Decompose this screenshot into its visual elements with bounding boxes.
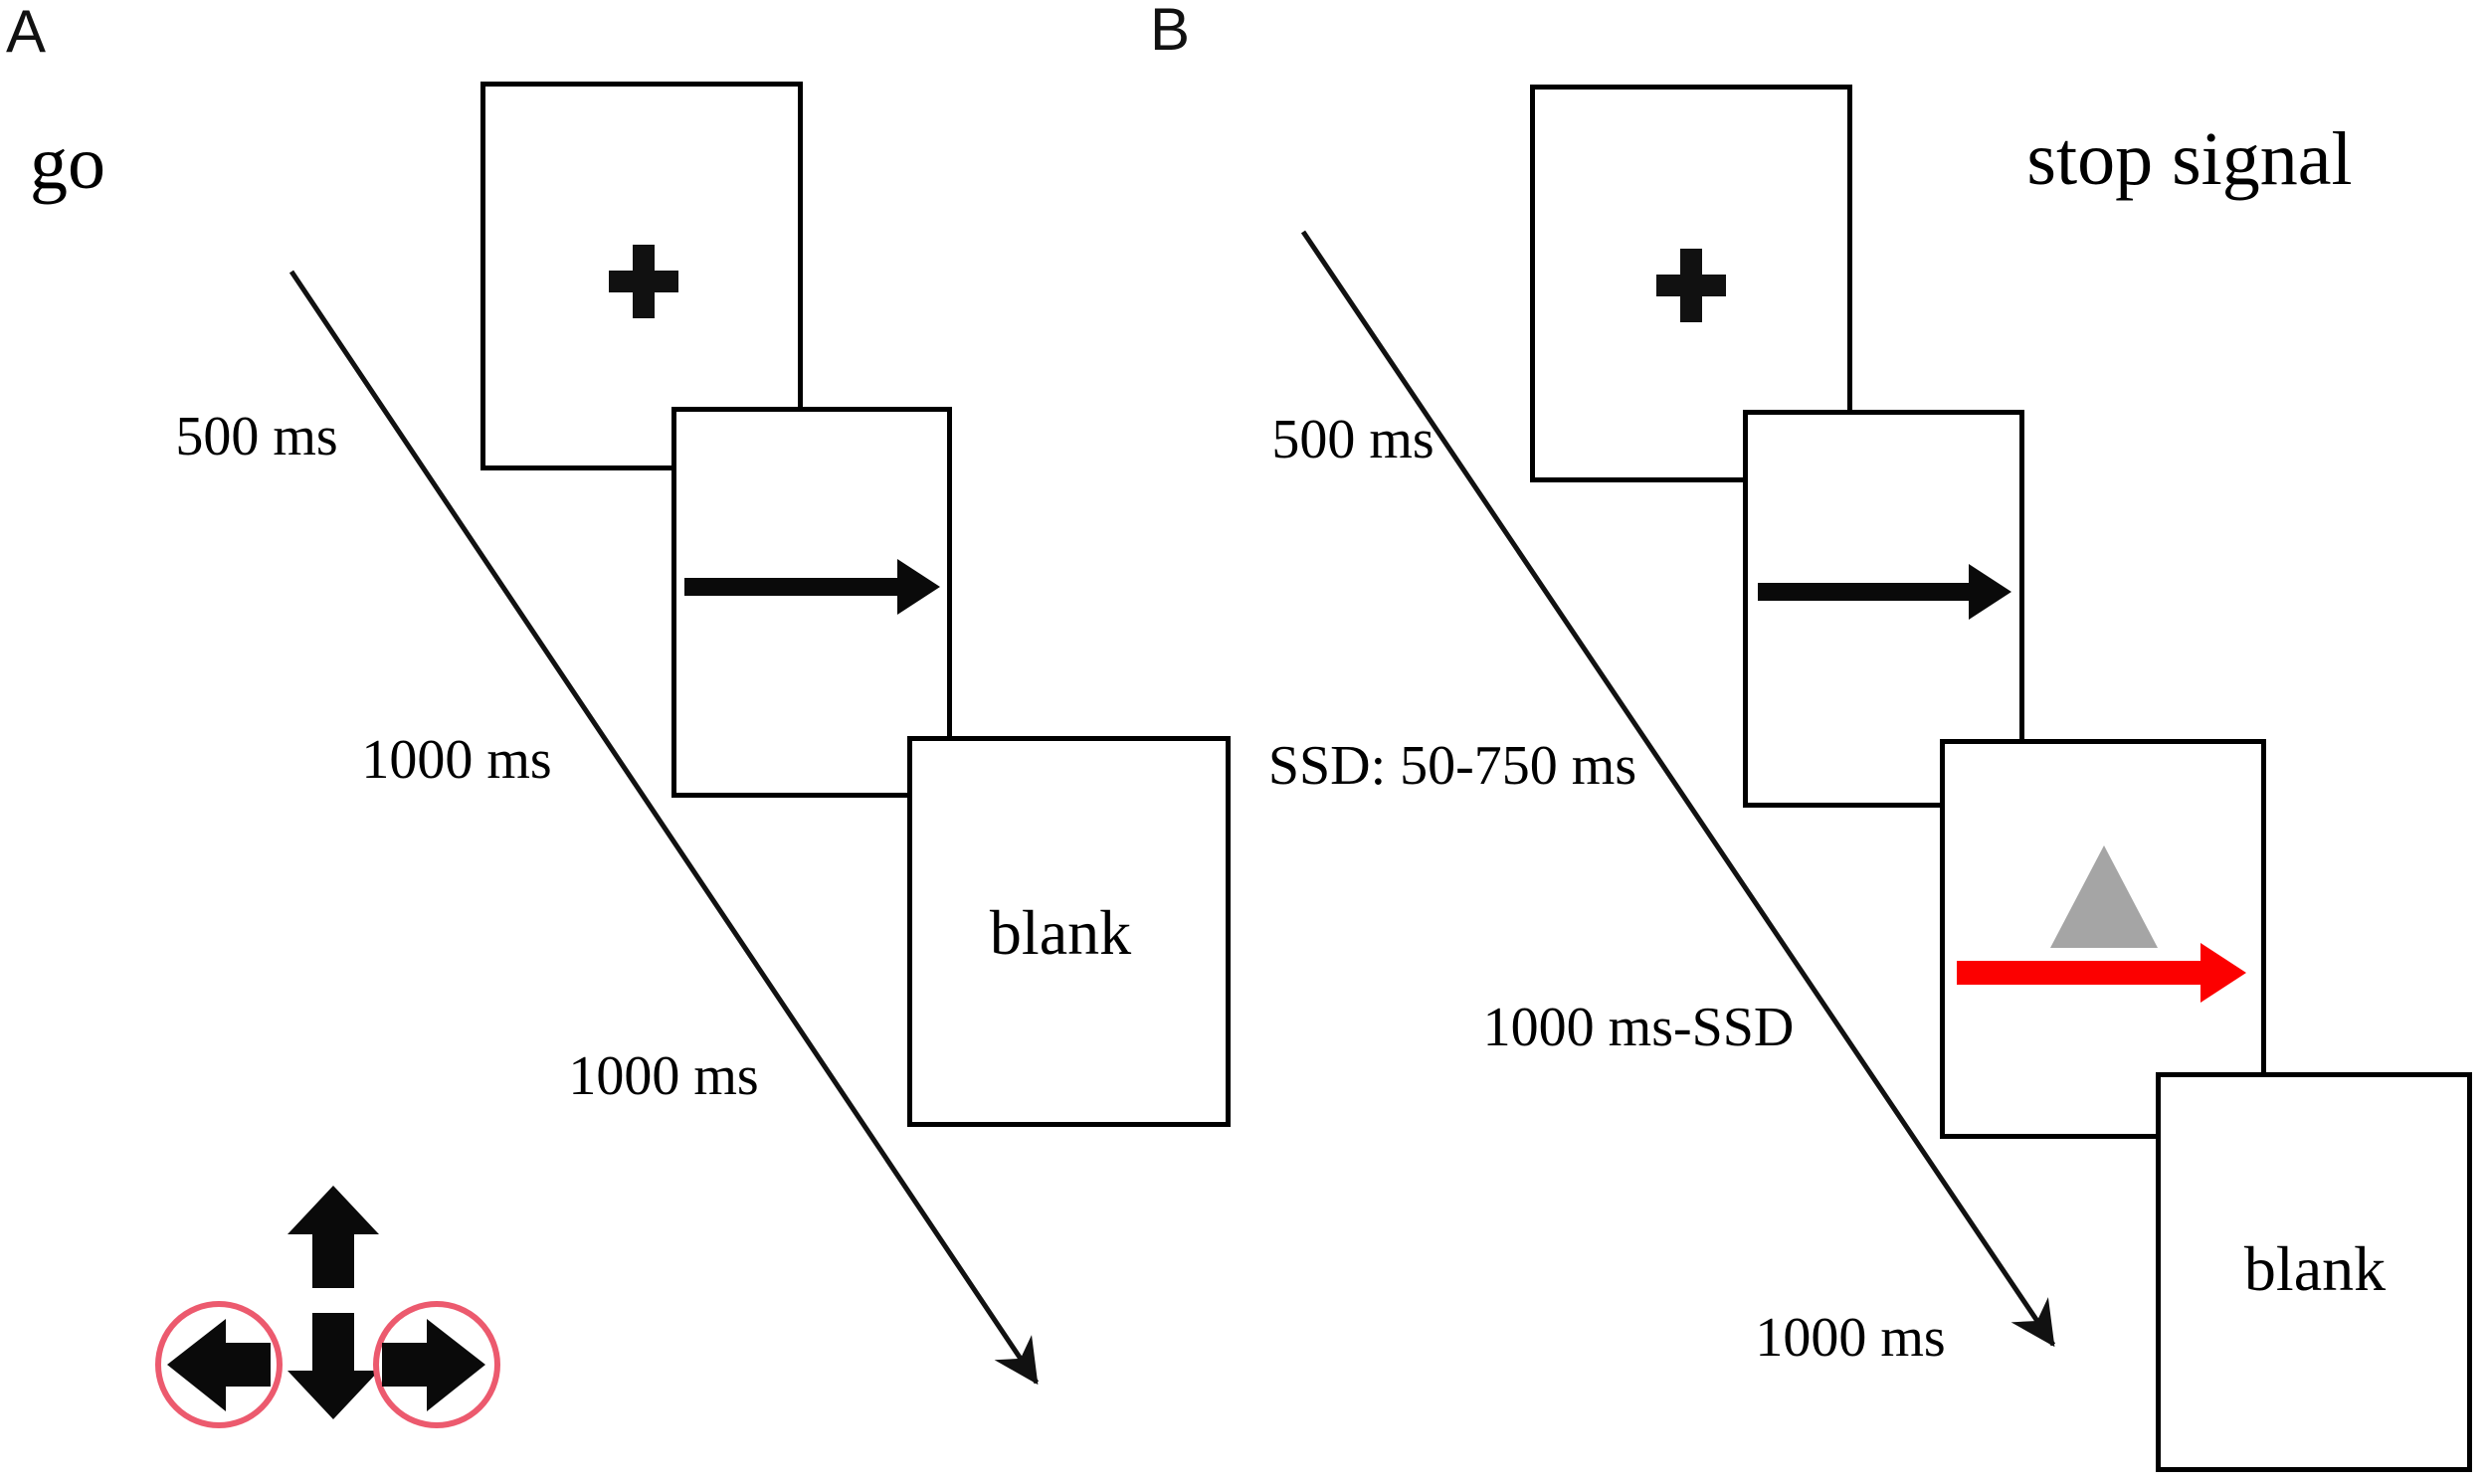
response-circle-left xyxy=(155,1301,283,1428)
label-blank-duration-b: 1000 ms xyxy=(1755,1307,1946,1369)
stop-arrow-icon xyxy=(1957,943,2246,1003)
stop-triangle-icon xyxy=(2050,845,2158,948)
arrow-down-icon xyxy=(287,1313,379,1419)
fixation-cross-icon xyxy=(609,245,678,318)
arrow-left-icon xyxy=(167,1319,271,1411)
go-arrow-icon xyxy=(684,559,940,615)
label-blank-duration-a: 1000 ms xyxy=(568,1045,759,1107)
panel-b-title: stop signal xyxy=(2026,117,2353,201)
go-arrow-icon xyxy=(1758,564,2011,620)
label-stop-duration-b: 1000 ms-SSD xyxy=(1482,997,1795,1058)
panel-a-letter: A xyxy=(6,0,47,65)
label-go-duration-a: 1000 ms xyxy=(361,729,552,791)
label-ssd-range-b: SSD: 50-750 ms xyxy=(1267,735,1637,797)
timeline-arrow-icon-a xyxy=(288,270,1040,1386)
label-fixation-duration-b: 500 ms xyxy=(1271,409,1435,470)
arrow-up-icon xyxy=(287,1186,379,1288)
panel-b-letter: B xyxy=(1150,0,1191,63)
timeline-arrow-icon-b xyxy=(1300,230,2056,1348)
response-circle-right xyxy=(373,1301,500,1428)
panel-a-title: go xyxy=(30,121,105,205)
label-fixation-duration-a: 500 ms xyxy=(175,406,338,467)
screen-blank-b xyxy=(2156,1072,2472,1472)
blank-screen-label-a: blank xyxy=(989,897,1132,968)
blank-screen-label-b: blank xyxy=(2243,1233,2387,1304)
fixation-cross-icon xyxy=(1656,249,1726,322)
screen-blank-a xyxy=(907,736,1231,1127)
arrow-right-icon xyxy=(382,1319,485,1411)
